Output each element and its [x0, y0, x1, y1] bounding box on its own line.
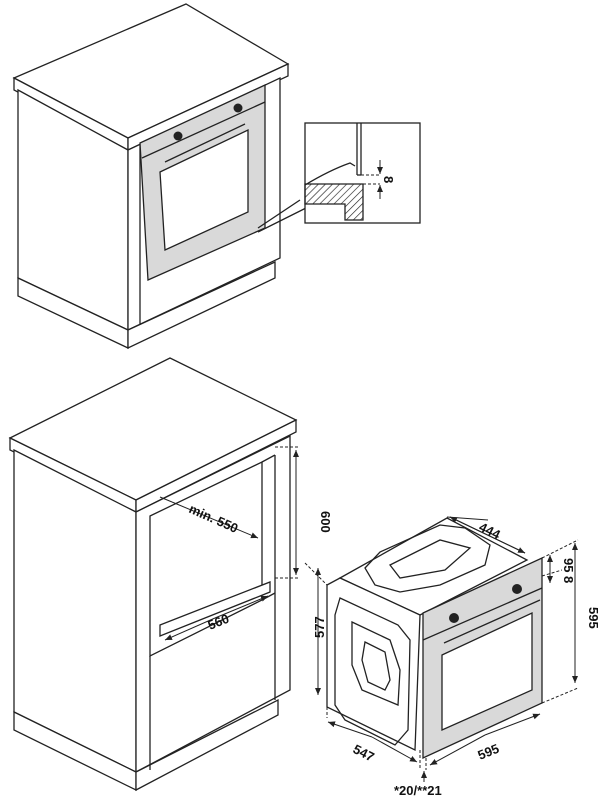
oven-gap-label: 8 — [561, 576, 576, 583]
gap-detail: 8 — [304, 122, 421, 224]
oven-depth-label: 547 — [351, 741, 377, 764]
niche-height-label: 600 — [318, 511, 333, 533]
oven-height-label: 595 — [586, 607, 600, 629]
knob-icon — [512, 584, 522, 594]
knob-icon — [449, 613, 459, 623]
knob-icon — [173, 131, 183, 141]
oven-window — [441, 611, 533, 732]
knob-icon — [233, 103, 243, 113]
detail-gap-label: 8 — [381, 176, 396, 183]
cabinet-niche: min. 550 600 560 — [8, 357, 333, 792]
oven-window — [159, 128, 249, 251]
oven-dimensions: 444 95 8 595 577 547 595 *20/**21 — [304, 516, 600, 798]
oven-door-label: *20/**21 — [394, 783, 442, 798]
cabinet-with-oven — [12, 3, 307, 350]
oven-panel-label: 95 — [561, 558, 576, 572]
oven-side-height-label: 577 — [312, 616, 327, 638]
oven-width-label: 595 — [476, 741, 502, 763]
